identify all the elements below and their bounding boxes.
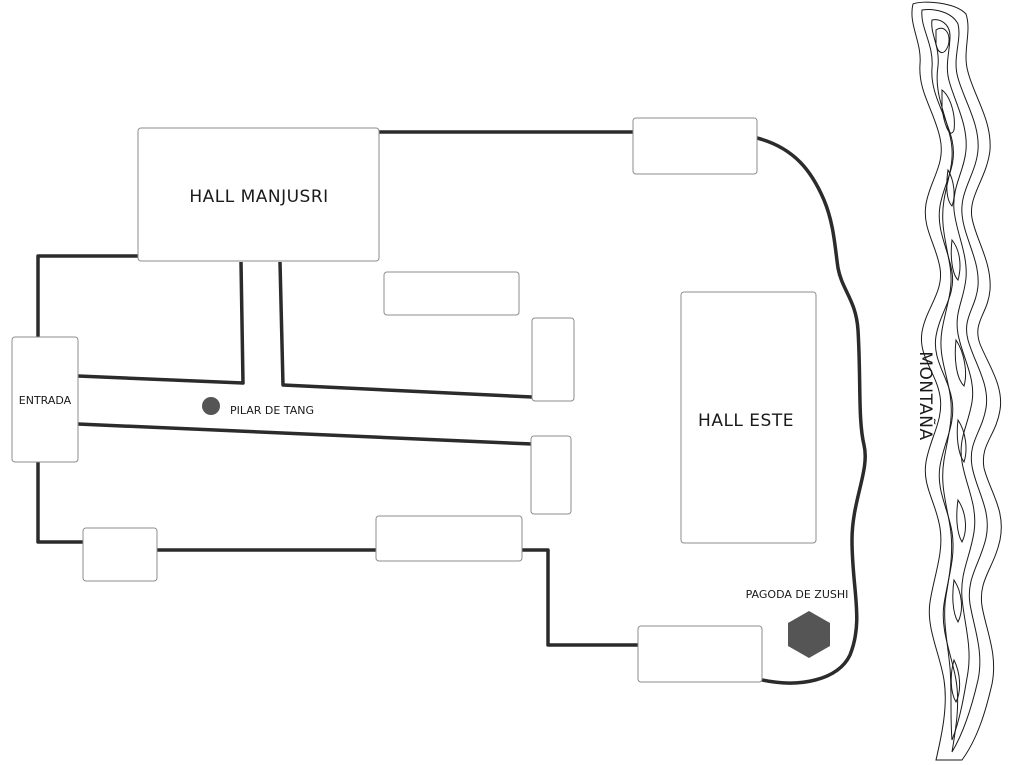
north-gate-building[interactable] bbox=[632, 117, 758, 175]
pavilion-east-upper[interactable] bbox=[531, 317, 575, 402]
pilar-marker-icon[interactable] bbox=[202, 397, 220, 415]
hall-manjusri-label: HALL MANJUSRI bbox=[189, 187, 328, 207]
montana-label: MONTAÑA bbox=[915, 351, 937, 440]
mountain-contours bbox=[911, 1, 1002, 761]
contour-inner-3 bbox=[950, 498, 966, 704]
contour-outer bbox=[911, 1, 1002, 761]
pavilion-east-lower[interactable] bbox=[530, 435, 572, 515]
south-building[interactable] bbox=[375, 515, 523, 562]
southwest-wall bbox=[36, 462, 83, 544]
east-wall bbox=[756, 136, 867, 685]
west-wall bbox=[36, 254, 138, 338]
entrada-building[interactable] bbox=[11, 336, 79, 463]
hall-este-label: HALL ESTE bbox=[698, 411, 794, 431]
walls bbox=[36, 130, 867, 685]
contour-3 bbox=[931, 19, 976, 741]
south-step-wall bbox=[522, 548, 638, 647]
contour-inner-1 bbox=[935, 27, 955, 207]
buildings bbox=[11, 117, 817, 683]
pagoda-label: PAGODA DE ZUSHI bbox=[746, 588, 849, 601]
pilar-label: PILAR DE TANG bbox=[230, 404, 314, 417]
small-hall-north[interactable] bbox=[383, 271, 520, 316]
contour-inner-2 bbox=[950, 238, 967, 464]
contour-2 bbox=[921, 9, 988, 753]
corridor-south bbox=[77, 422, 533, 446]
entrada-label: ENTRADA bbox=[19, 394, 72, 407]
hall-este-building[interactable] bbox=[680, 291, 817, 544]
hall-manjusri-building[interactable] bbox=[137, 127, 380, 262]
southeast-building[interactable] bbox=[637, 625, 763, 683]
corridor-north-west bbox=[77, 261, 245, 385]
pagoda-marker-icon[interactable] bbox=[788, 611, 830, 658]
southwest-building[interactable] bbox=[82, 527, 158, 582]
corridor-north-east bbox=[278, 261, 533, 399]
